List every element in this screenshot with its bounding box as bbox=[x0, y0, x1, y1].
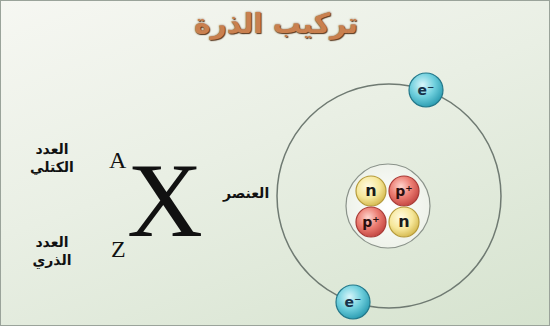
atomic-number-label: العدد الذري bbox=[19, 234, 85, 269]
proton-circle-fill bbox=[356, 207, 386, 237]
particle-symbol: p⁺ bbox=[395, 184, 412, 198]
electron-circle: e⁻ bbox=[335, 284, 371, 320]
element-symbol: X bbox=[127, 148, 203, 253]
particle-symbol: p⁺ bbox=[362, 215, 379, 229]
electron-circle-fill bbox=[409, 73, 443, 107]
neutron-circle: n bbox=[355, 175, 387, 207]
mass-number-symbol: A bbox=[109, 145, 126, 175]
particle-symbol: n bbox=[398, 214, 409, 230]
nucleus-outline bbox=[346, 164, 430, 248]
neutron-circle-fill bbox=[389, 207, 419, 237]
particle-symbol: e⁻ bbox=[418, 83, 435, 97]
neutron-circle: n bbox=[388, 206, 420, 238]
proton-circle-fill bbox=[389, 176, 419, 206]
neutron-circle-fill bbox=[356, 176, 386, 206]
electron-circle: e⁻ bbox=[408, 72, 444, 108]
mass-number-label: العدد الكتلي bbox=[19, 141, 85, 176]
electron-orbit bbox=[277, 84, 501, 308]
element-label: العنصر bbox=[223, 185, 269, 203]
particle-symbol: e⁻ bbox=[345, 295, 362, 309]
proton-circle: p⁺ bbox=[388, 175, 420, 207]
electron-circle-fill bbox=[336, 285, 370, 319]
atomic-number-symbol: Z bbox=[111, 234, 126, 264]
proton-circle: p⁺ bbox=[355, 206, 387, 238]
particle-symbol: n bbox=[365, 183, 376, 199]
diagram-title: تركيب الذرة bbox=[1, 7, 550, 40]
